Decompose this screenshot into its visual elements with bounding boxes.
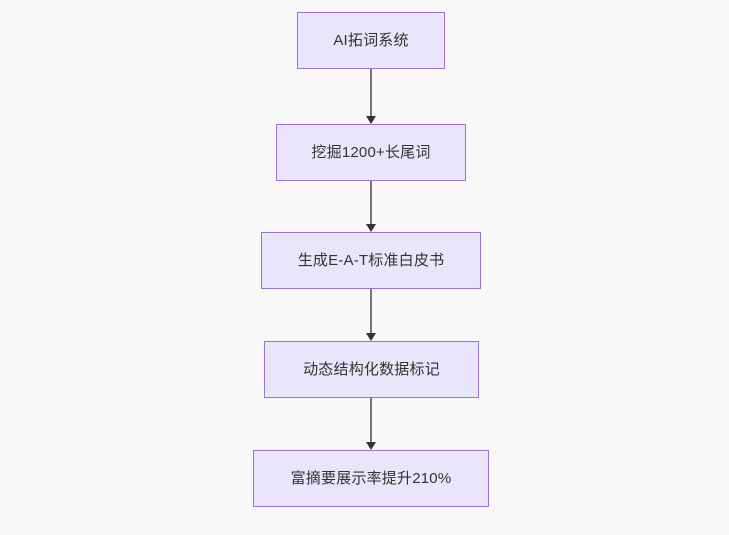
arrow-down-icon — [366, 333, 376, 341]
arrow-down-icon — [366, 442, 376, 450]
flowchart-node-rich-snippet-result[interactable]: 富摘要展示率提升210% — [253, 450, 489, 507]
arrow-down-icon — [366, 224, 376, 232]
connector-line — [370, 69, 372, 117]
node-label: 生成E-A-T标准白皮书 — [297, 252, 445, 269]
flowchart-node-ai-keyword-system[interactable]: AI拓词系统 — [297, 12, 445, 69]
node-label: AI拓词系统 — [333, 32, 409, 49]
connector-line — [370, 181, 372, 225]
connector-node1-to-node2 — [366, 69, 376, 124]
node-label: 富摘要展示率提升210% — [290, 470, 452, 487]
connector-line — [370, 289, 372, 334]
flowchart-node-longtail-keywords[interactable]: 挖掘1200+长尾词 — [276, 124, 466, 181]
node-label: 挖掘1200+长尾词 — [311, 144, 431, 161]
connector-node4-to-node5 — [366, 398, 376, 450]
node-label: 动态结构化数据标记 — [303, 361, 440, 378]
connector-node2-to-node3 — [366, 181, 376, 232]
arrow-down-icon — [366, 116, 376, 124]
connector-node3-to-node4 — [366, 289, 376, 341]
flowchart-node-structured-data-markup[interactable]: 动态结构化数据标记 — [264, 341, 479, 398]
connector-line — [370, 398, 372, 443]
flowchart-node-eat-whitepaper[interactable]: 生成E-A-T标准白皮书 — [261, 232, 481, 289]
